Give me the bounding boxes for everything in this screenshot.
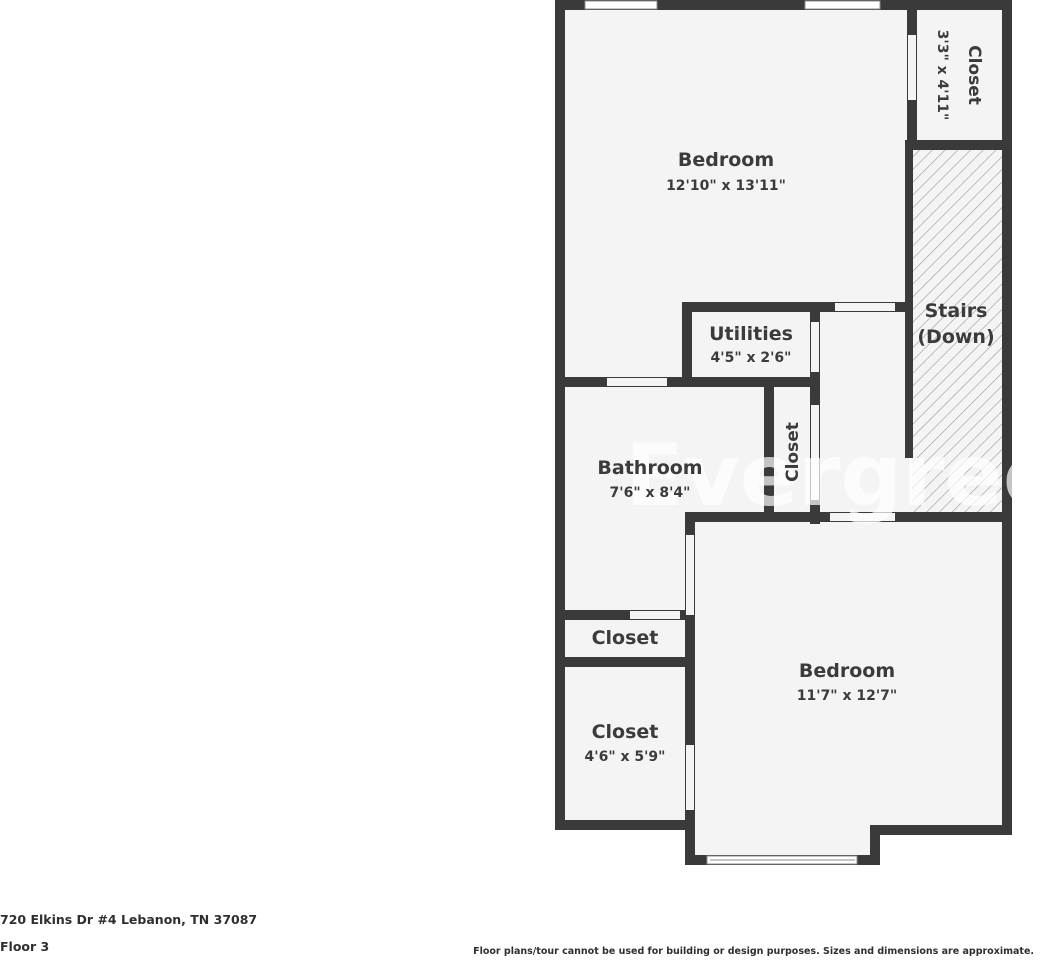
bathroom-name: Bathroom (597, 457, 702, 479)
closet-large-dims: 4'6" x 5'9" (585, 749, 666, 765)
watermark: Evergreen (625, 426, 1040, 526)
floor-plan: Evergreen Bedroom 12'10" x 13'11" Closet… (555, 0, 1040, 865)
stairs-label-line2: (Down) (917, 326, 994, 348)
stairs-hatch (912, 147, 1004, 513)
property-address: 720 Elkins Dr #4 Lebanon, TN 37087 (0, 912, 258, 927)
stairs-label-line1: Stairs (925, 300, 988, 322)
utilities-name: Utilities (709, 323, 793, 345)
window-top-left (584, 0, 658, 10)
closet-top-name: Closet (964, 45, 984, 105)
bedroom-bottom-name: Bedroom (799, 660, 895, 682)
bedroom-top-name: Bedroom (678, 149, 774, 171)
utilities-dims: 4'5" x 2'6" (711, 350, 792, 366)
bedroom-bottom-dims: 11'7" x 12'7" (797, 688, 897, 704)
closet-top-dims: 3'3" x 4'11" (934, 30, 950, 121)
floor-label: Floor 3 (0, 939, 50, 954)
closet-large-name: Closet (592, 721, 659, 743)
openings (584, 0, 881, 865)
closet-hall-name: Closet (783, 422, 803, 482)
closet-small-name: Closet (592, 627, 659, 649)
window-top-right (804, 0, 881, 10)
bedroom-top-dims: 12'10" x 13'11" (666, 178, 786, 194)
door-openings (607, 35, 916, 810)
disclaimer: Floor plans/tour cannot be used for buil… (473, 946, 1034, 957)
bathroom-dims: 7'6" x 8'4" (610, 485, 691, 501)
